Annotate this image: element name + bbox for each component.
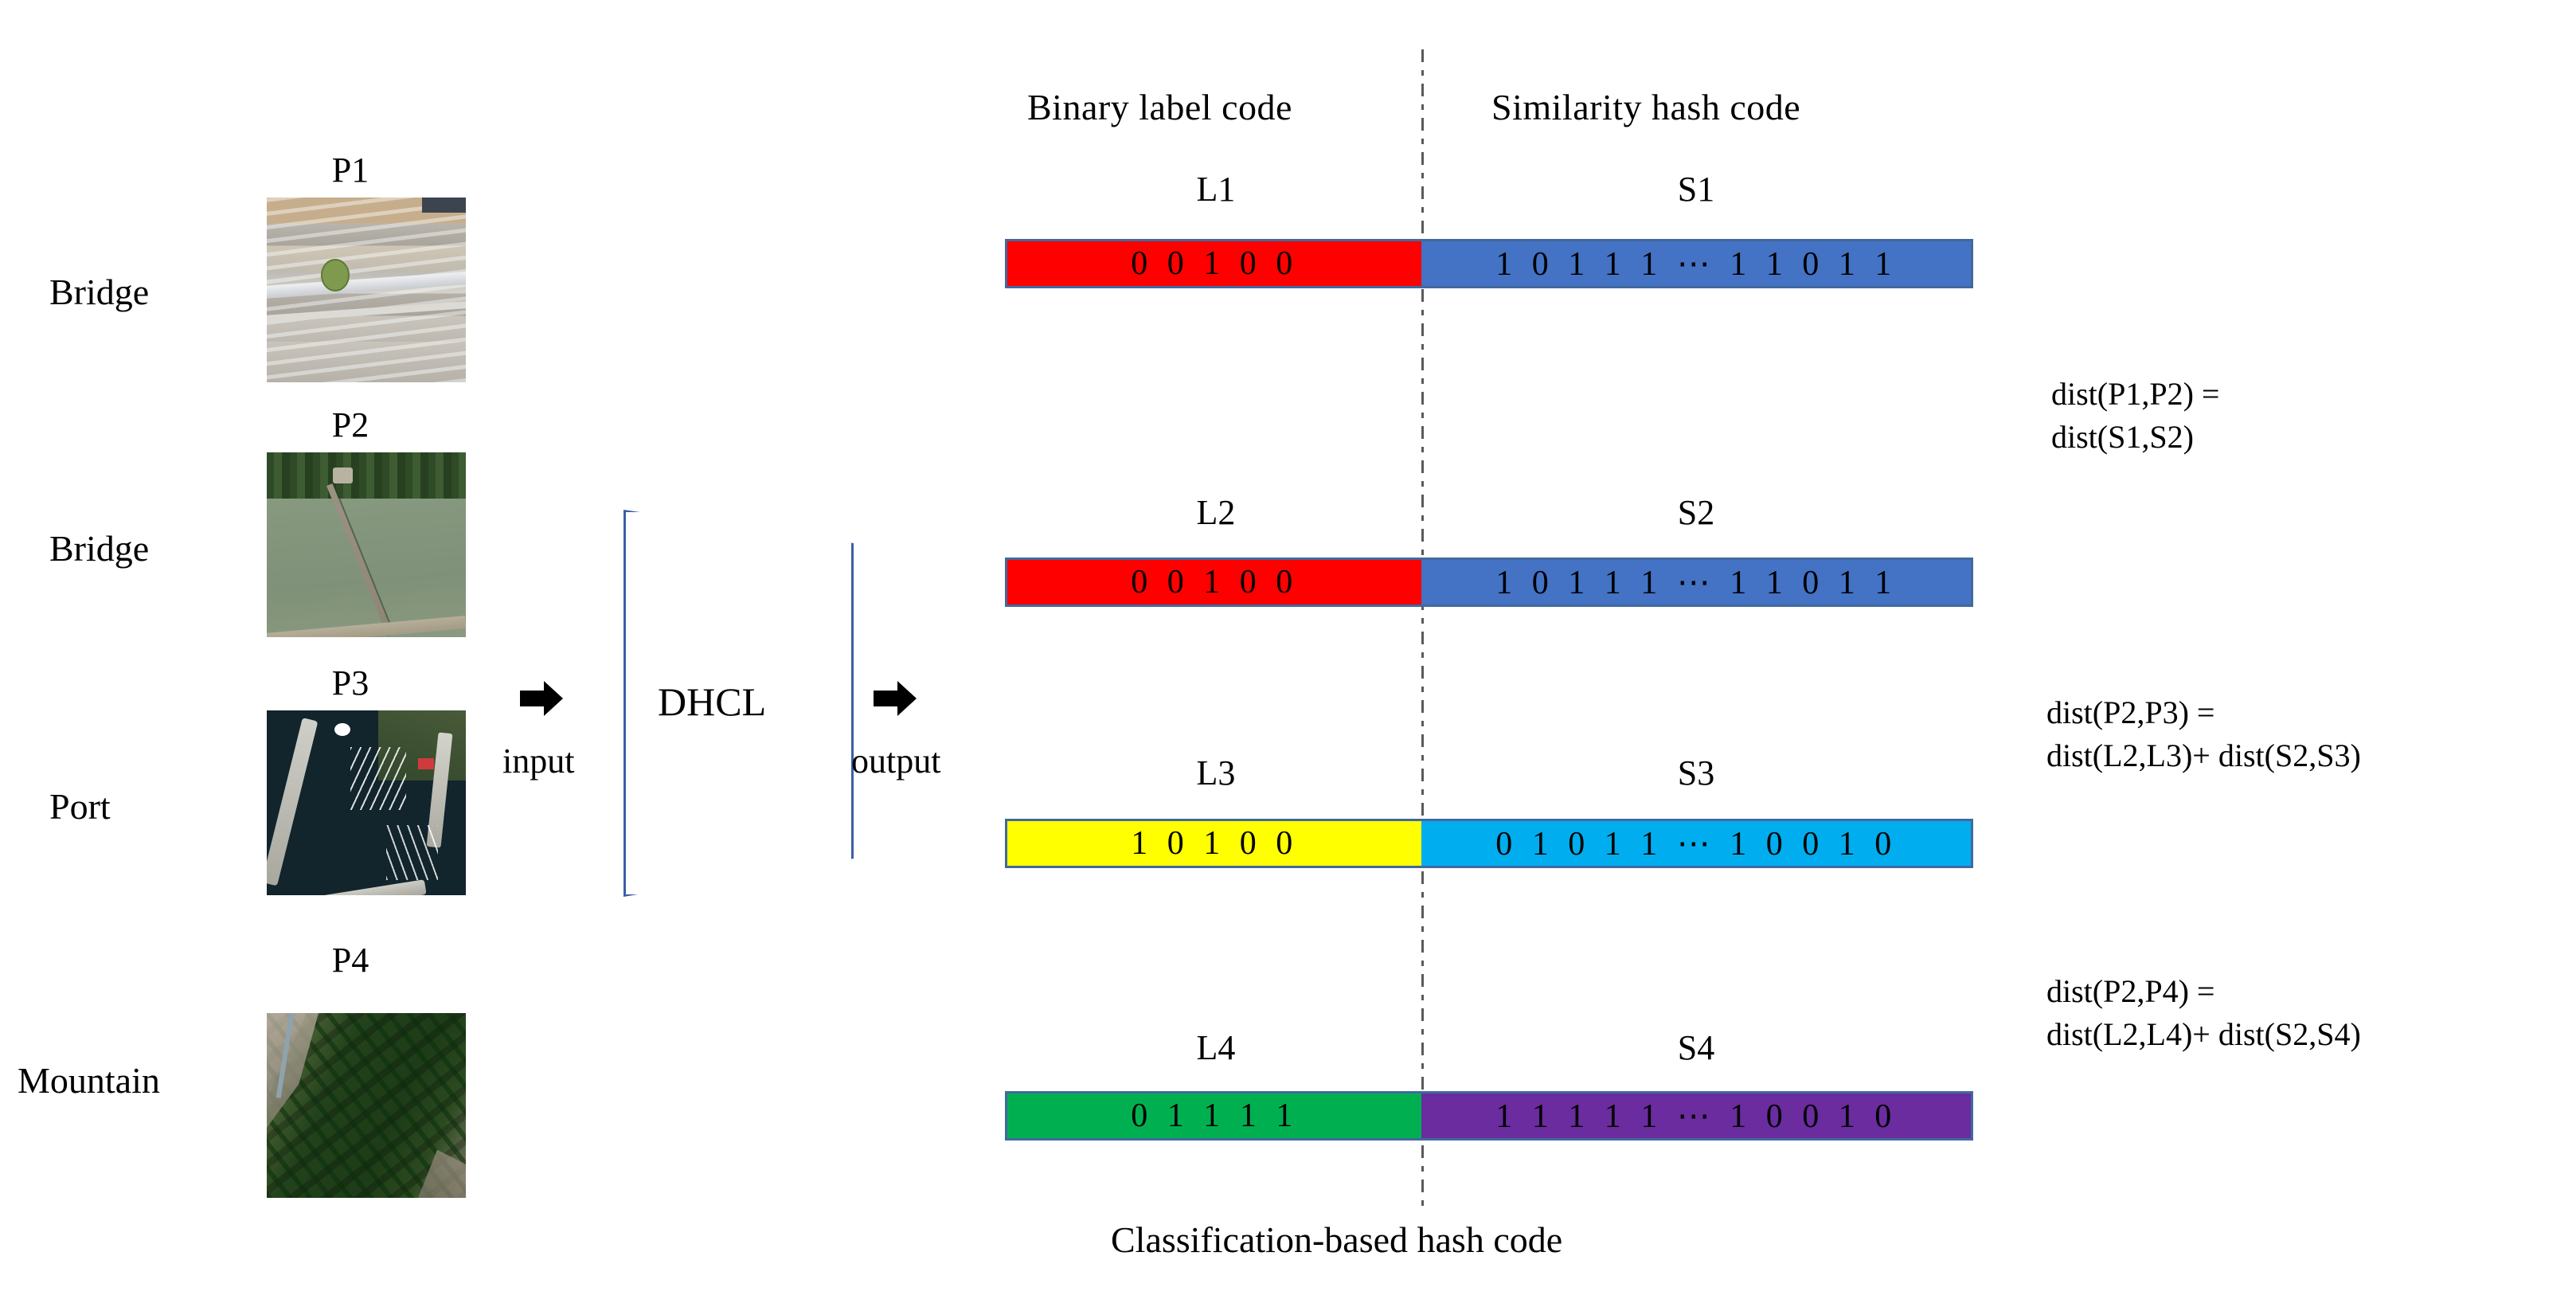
hash-code-bits-s2: 1 0 1 1 1 ⋯ 1 1 0 1 1	[1495, 565, 1898, 601]
figure-caption: Classification-based hash code	[1111, 1219, 1563, 1260]
class-label-p2: Bridge	[49, 528, 150, 569]
hash-code-segment-s2: 1 0 1 1 1 ⋯ 1 1 0 1 1	[1421, 560, 1971, 605]
hash-code-name-s3: S3	[1677, 753, 1715, 792]
class-label-p3: Port	[49, 786, 111, 827]
input-label: input	[502, 741, 575, 781]
code-bar-row-2: 0 0 1 0 0 1 0 1 1 1 ⋯ 1 1 0 1 1	[1005, 558, 1973, 607]
header-binary-label-code: Binary label code	[1027, 87, 1292, 127]
image-label-p2: P2	[331, 405, 369, 444]
distance-equation-3-line1: dist(P2,P4) =	[2046, 973, 2215, 1009]
hash-code-bits-s4: 1 1 1 1 1 ⋯ 1 0 0 1 0	[1495, 1098, 1898, 1135]
distance-equation-1: dist(P1,P2) = dist(S1,S2)	[2051, 373, 2219, 459]
thumbnail-p2	[267, 452, 466, 637]
label-code-bits-l3: 1 0 1 0 0	[1131, 825, 1299, 862]
distance-equation-2: dist(P2,P3) = dist(L2,L3)+ dist(S2,S3)	[2046, 691, 2361, 777]
output-label: output	[851, 741, 941, 781]
hash-code-name-s2: S2	[1677, 493, 1715, 532]
label-code-segment-l1: 0 0 1 0 0	[1007, 241, 1422, 286]
input-arrow-icon	[520, 681, 563, 716]
image-label-p3: P3	[331, 663, 369, 702]
distance-equation-1-line2: dist(S1,S2)	[2051, 419, 2194, 455]
image-label-p1: P1	[331, 151, 369, 190]
class-label-p4: Mountain	[18, 1060, 160, 1101]
label-code-bits-l4: 0 1 1 1 1	[1131, 1097, 1299, 1134]
code-bar-row-1: 0 0 1 0 0 1 0 1 1 1 ⋯ 1 1 0 1 1	[1005, 239, 1973, 288]
code-divider-line	[1421, 49, 1424, 1212]
hash-code-segment-s3: 0 1 0 1 1 ⋯ 1 0 0 1 0	[1421, 821, 1971, 866]
dhcl-label: DHCL	[658, 679, 767, 724]
thumbnail-p1	[267, 198, 466, 382]
label-code-bits-l2: 0 0 1 0 0	[1131, 564, 1299, 601]
output-arrow-icon	[874, 681, 917, 716]
hash-code-name-s4: S4	[1677, 1028, 1715, 1067]
hash-code-segment-s1: 1 0 1 1 1 ⋯ 1 1 0 1 1	[1421, 241, 1971, 286]
header-similarity-hash-code: Similarity hash code	[1491, 87, 1801, 127]
distance-equation-2-line2: dist(L2,L3)+ dist(S2,S3)	[2046, 738, 2361, 773]
thumbnail-p3	[267, 710, 466, 895]
label-code-name-l4: L4	[1196, 1028, 1236, 1067]
label-code-bits-l1: 0 0 1 0 0	[1131, 245, 1299, 282]
hash-code-bits-s1: 1 0 1 1 1 ⋯ 1 1 0 1 1	[1495, 246, 1898, 283]
thumbnail-p4	[267, 1013, 466, 1198]
hash-code-bits-s3: 0 1 0 1 1 ⋯ 1 0 0 1 0	[1495, 826, 1898, 863]
label-code-segment-l4: 0 1 1 1 1	[1007, 1094, 1422, 1138]
image-label-p4: P4	[331, 941, 369, 980]
label-code-segment-l3: 1 0 1 0 0	[1007, 821, 1422, 866]
dhcl-module[interactable]	[623, 510, 854, 897]
label-code-segment-l2: 0 0 1 0 0	[1007, 560, 1422, 605]
code-bar-row-4: 0 1 1 1 1 1 1 1 1 1 ⋯ 1 0 0 1 0	[1005, 1091, 1973, 1141]
hash-code-segment-s4: 1 1 1 1 1 ⋯ 1 0 0 1 0	[1421, 1094, 1971, 1138]
distance-equation-3: dist(P2,P4) = dist(L2,L4)+ dist(S2,S4)	[2046, 970, 2361, 1056]
distance-equation-2-line1: dist(P2,P3) =	[2046, 694, 2215, 730]
hash-code-name-s1: S1	[1677, 170, 1715, 209]
class-label-p1: Bridge	[49, 272, 150, 312]
distance-equation-3-line2: dist(L2,L4)+ dist(S2,S4)	[2046, 1016, 2361, 1052]
label-code-name-l3: L3	[1196, 753, 1236, 792]
code-bar-row-3: 1 0 1 0 0 0 1 0 1 1 ⋯ 1 0 0 1 0	[1005, 819, 1973, 868]
label-code-name-l1: L1	[1196, 170, 1236, 209]
label-code-name-l2: L2	[1196, 493, 1236, 532]
distance-equation-1-line1: dist(P1,P2) =	[2051, 376, 2220, 412]
